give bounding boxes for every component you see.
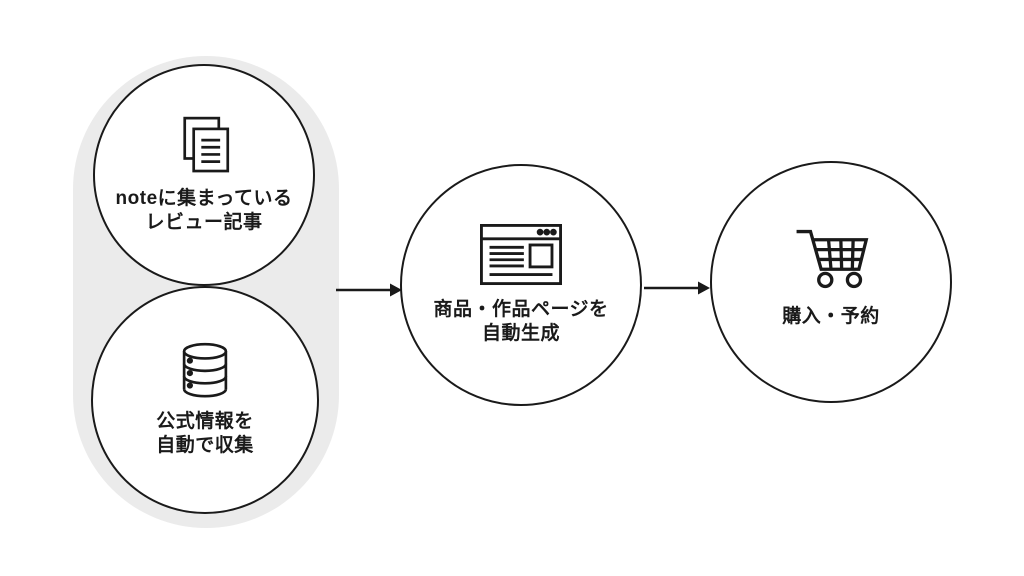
node-label-line: 公式情報を <box>156 411 254 433</box>
node-note-reviews: noteに集まっている レビュー記事 <box>93 64 315 286</box>
documents-icon <box>183 117 230 173</box>
node-purchase-reserve: 購入・予約 <box>710 161 952 403</box>
node-label: 公式情報を 自動で収集 <box>156 410 254 458</box>
node-label-line: noteに集まっている <box>115 187 293 209</box>
node-label-line: レビュー記事 <box>145 211 263 233</box>
node-label-line: 自動で収集 <box>156 435 254 457</box>
node-label-line: 商品・作品ページを <box>433 298 609 320</box>
node-auto-generate-page: 商品・作品ページを 自動生成 <box>400 164 642 406</box>
node-label: 商品・作品ページを 自動生成 <box>433 298 608 346</box>
node-official-info: 公式情報を 自動で収集 <box>91 286 319 514</box>
node-label-line: 自動生成 <box>481 322 560 344</box>
arrow-right-2 <box>644 281 710 295</box>
database-icon <box>182 342 228 398</box>
browser-icon <box>480 224 562 286</box>
node-label-line: 購入・予約 <box>782 305 880 327</box>
arrow-right-1 <box>336 283 402 297</box>
node-label: noteに集まっている レビュー記事 <box>116 187 293 235</box>
node-label: 購入・予約 <box>782 305 880 329</box>
cart-icon <box>796 230 869 289</box>
